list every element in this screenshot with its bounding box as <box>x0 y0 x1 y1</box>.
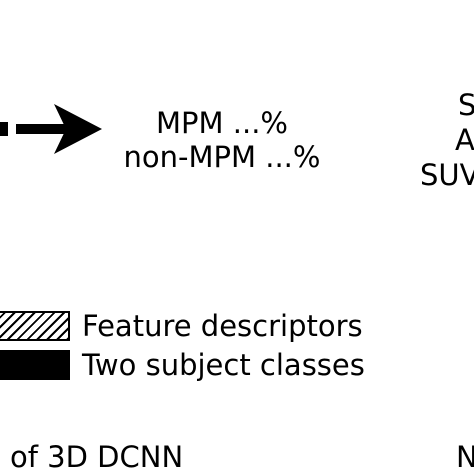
arrow-head <box>54 104 102 154</box>
clipped-text-line-2: A <box>455 123 474 157</box>
output-non-mpm-label: non-MPM ...% <box>123 140 321 174</box>
legend-label-feature-descriptors: Feature descriptors <box>82 309 363 343</box>
arrow-shaft <box>16 124 66 134</box>
arrow-stub <box>0 122 8 136</box>
clipped-text-line-3: SUV <box>420 158 474 192</box>
legend-swatch-solid <box>0 350 70 380</box>
output-arrow <box>0 104 102 154</box>
legend-label-two-subject-classes: Two subject classes <box>82 348 365 382</box>
output-mpm-label: MPM ...% <box>156 106 288 140</box>
legend-swatch-hatched <box>0 311 70 341</box>
bottom-caption-left: of 3D DCNN <box>10 440 184 474</box>
clipped-text-line-1: S <box>458 88 474 122</box>
bottom-caption-right: N <box>456 440 474 474</box>
